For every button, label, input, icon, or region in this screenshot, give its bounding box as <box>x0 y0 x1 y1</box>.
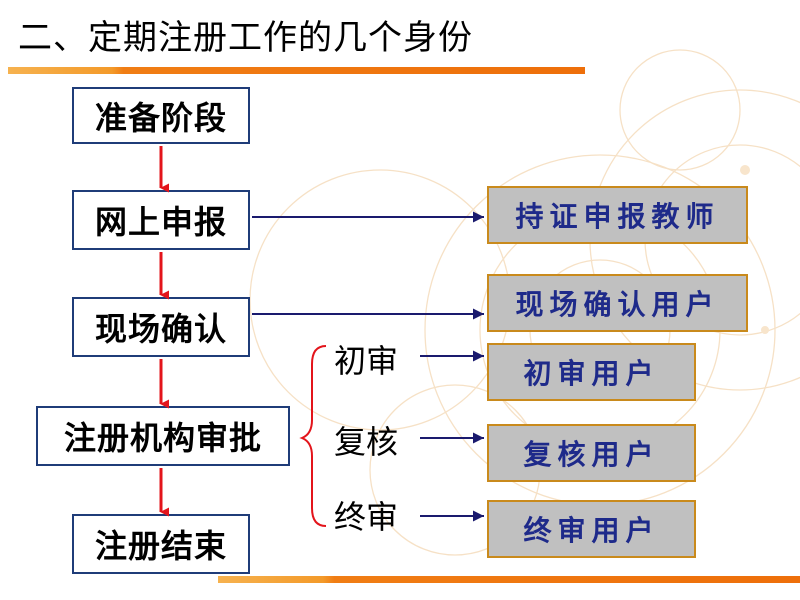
step-registration-end: 注册结束 <box>72 514 250 574</box>
role-onsite-user: 现场确认用户 <box>487 274 748 332</box>
label-final-review: 终审 <box>334 498 399 536</box>
step-onsite-confirmation: 现场确认 <box>72 297 250 357</box>
page-title: 二、定期注册工作的几个身份 <box>18 18 473 58</box>
label-first-review: 初审 <box>334 342 399 380</box>
title-underline <box>8 67 585 74</box>
step-online-declaration: 网上申报 <box>72 190 250 250</box>
step-agency-approval: 注册机构审批 <box>36 406 290 466</box>
role-certified-teacher: 持证申报教师 <box>487 186 748 244</box>
label-second-review: 复核 <box>334 423 399 461</box>
role-first-review-user: 初审用户 <box>487 343 696 401</box>
role-final-review-user: 终审用户 <box>487 500 696 558</box>
footer-bar <box>218 576 800 583</box>
step-preparation: 准备阶段 <box>72 87 250 144</box>
role-second-review-user: 复核用户 <box>487 424 696 482</box>
